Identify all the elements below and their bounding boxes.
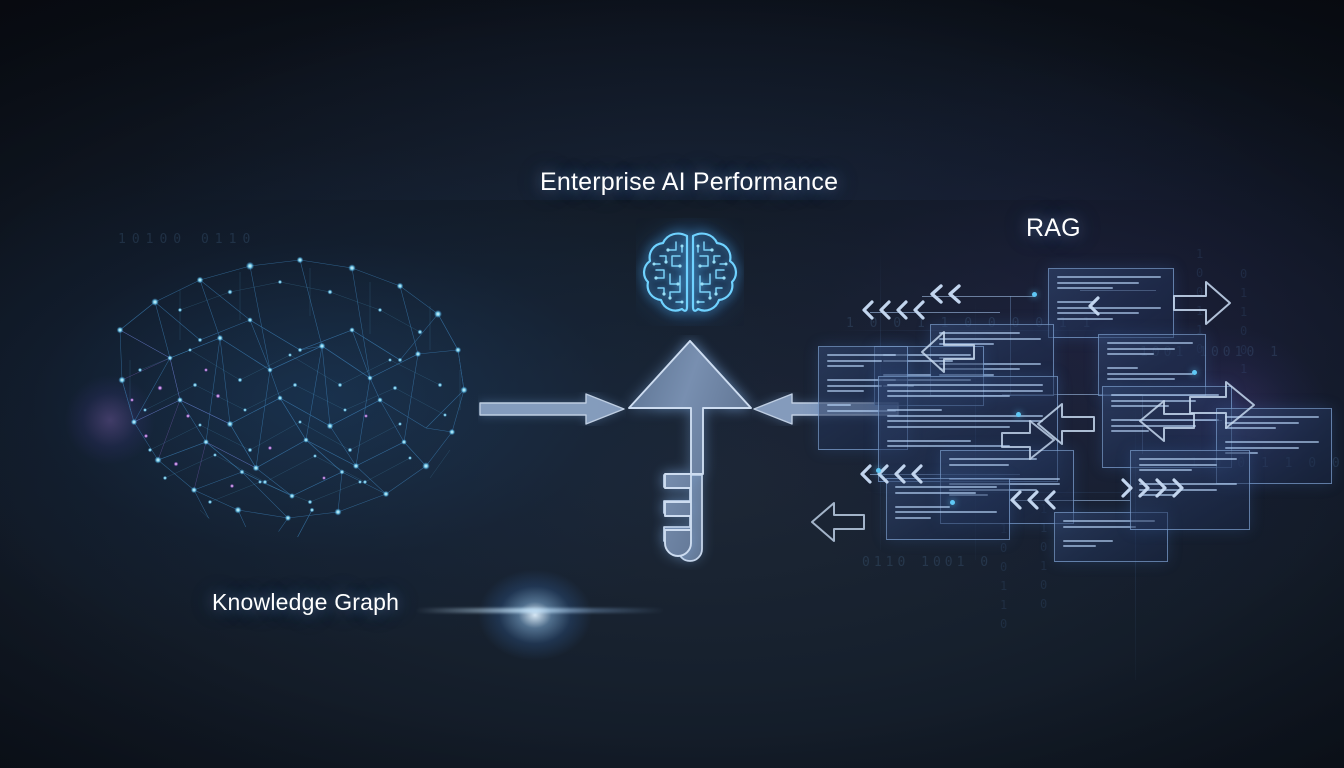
doc-text-line [827,390,865,392]
accent-dot [1032,292,1037,297]
arrow-right-icon [479,393,625,425]
doc-text-line [1057,287,1114,289]
doc-text-gap [827,371,899,376]
doc-text-line [1225,441,1320,443]
knowledge-graph-flare-streak [415,608,665,613]
chevron-right-icon [1172,478,1184,498]
chevron-left-group [858,464,924,484]
chevron-left-icon [896,300,908,320]
doc-text-line [949,463,1010,466]
chevron-left-icon [1044,490,1056,510]
doc-text-line [827,404,852,406]
doc-text-gap [895,497,1001,502]
rag-document-cluster [811,250,1332,570]
doc-text-line [887,425,1011,428]
doc-text-gap [1225,433,1323,438]
doc-text-line [1057,281,1140,284]
doc-text-line [1107,378,1176,380]
doc-text-line [887,445,1011,447]
document-card[interactable] [1048,268,1174,338]
doc-text-line [895,486,997,488]
doc-text-line [887,384,1043,386]
chevron-left-icon [877,464,889,484]
doc-text-line [1057,317,1114,320]
doc-text-line [887,395,1011,397]
chevron-left-icon [1027,490,1039,510]
doc-text-line [1107,372,1194,375]
chevron-left-icon [860,464,872,484]
chevron-left-icon [879,300,891,320]
doc-text-line [1107,367,1138,369]
key-up-arrow-icon [628,340,752,562]
accent-dot [1016,412,1021,417]
arrow-right-icon [1189,381,1255,429]
doc-text-line [827,384,882,387]
chevron-right-icon [1121,478,1133,498]
doc-text-line [1225,446,1300,449]
doc-text-line [895,516,932,519]
doc-text-gap [1057,293,1165,298]
chevron-right-icon [1138,478,1150,498]
doc-text-line [1107,353,1154,355]
doc-text-line [1057,306,1161,309]
accent-dot [876,468,881,473]
doc-text-line [1063,539,1113,542]
doc-text-line [827,354,897,356]
chevron-left-group [1008,490,1057,510]
doc-text-line [895,505,951,508]
chevron-left-icon [862,300,874,320]
knowledge-graph-label: Knowledge Graph [212,589,400,615]
rag-section-label: RAG [1026,214,1081,242]
chevron-right-group [1120,478,1186,498]
chevron-left-icon [913,300,925,320]
chevron-left-icon [1088,296,1100,316]
doc-text-line [887,389,1043,392]
arrow-left-icon [921,331,975,373]
doc-text-line [887,409,943,411]
doc-text-line [827,359,882,362]
doc-text-line [895,511,997,513]
knowledge-graph-network [116,256,468,538]
doc-text-line [1139,463,1217,466]
arrow-left-icon [1037,403,1095,445]
document-card[interactable] [886,478,1010,540]
page-title: Enterprise AI Performance [540,168,839,196]
chevron-left-icon [930,284,943,304]
chevron-right-icon [1155,478,1167,498]
doc-text-line [1139,458,1237,460]
chevron-left-icon [948,284,961,304]
accent-dot [1192,370,1197,375]
arrow-right-icon [1173,281,1231,325]
doc-text-line [887,439,972,442]
doc-text-line [895,491,976,494]
chevron-left-group [860,300,926,320]
doc-text-gap [1107,359,1197,364]
doc-text-line [1139,469,1193,471]
knowledge-graph-visual [50,210,665,675]
chevron-left-icon [1010,490,1022,510]
accent-dot [950,500,955,505]
doc-text-gap [887,401,1049,406]
doc-text-gap [949,469,1065,474]
chevron-left-group [928,284,962,304]
chevron-left-icon [911,464,923,484]
doc-text-line [1063,525,1136,528]
doc-text-line [1057,276,1161,278]
doc-text-line [1107,347,1176,350]
doc-text-line [827,365,865,367]
chevron-left-icon [894,464,906,484]
arrow-left-icon [811,502,865,542]
chevron-left-group [1086,296,1101,316]
circuit-brain-icon [643,232,737,312]
doc-text-gap [1063,531,1159,536]
doc-text-line [1107,342,1194,344]
doc-text-line [1063,545,1096,547]
